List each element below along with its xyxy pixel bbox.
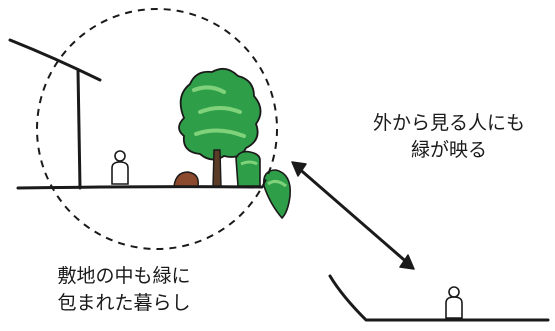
red-shrub [173,171,199,187]
sightline-arrow [291,161,415,270]
upper-ground-line [16,185,264,190]
large-tree [178,67,262,187]
building-post [76,68,82,190]
inside-site-caption: 敷地の中も緑に 包まれた暮らし [14,263,234,317]
small-green-shrub [235,150,261,187]
edge-hedge [262,169,292,220]
outside-caption-line-1: 外から見る人にも [372,112,525,134]
outside-view-caption: 外から見る人にも 緑が映る [346,110,552,164]
outside-caption-line-2: 緑が映る [410,139,487,161]
resident-figure [111,150,129,185]
inside-caption-line-2: 包まれた暮らし [57,292,191,314]
lower-ground-line [328,274,550,322]
passerby-figure [445,286,463,319]
inside-caption-line-1: 敷地の中も緑に [57,265,191,287]
roof-line [8,38,102,82]
highlight-circle [36,8,278,250]
